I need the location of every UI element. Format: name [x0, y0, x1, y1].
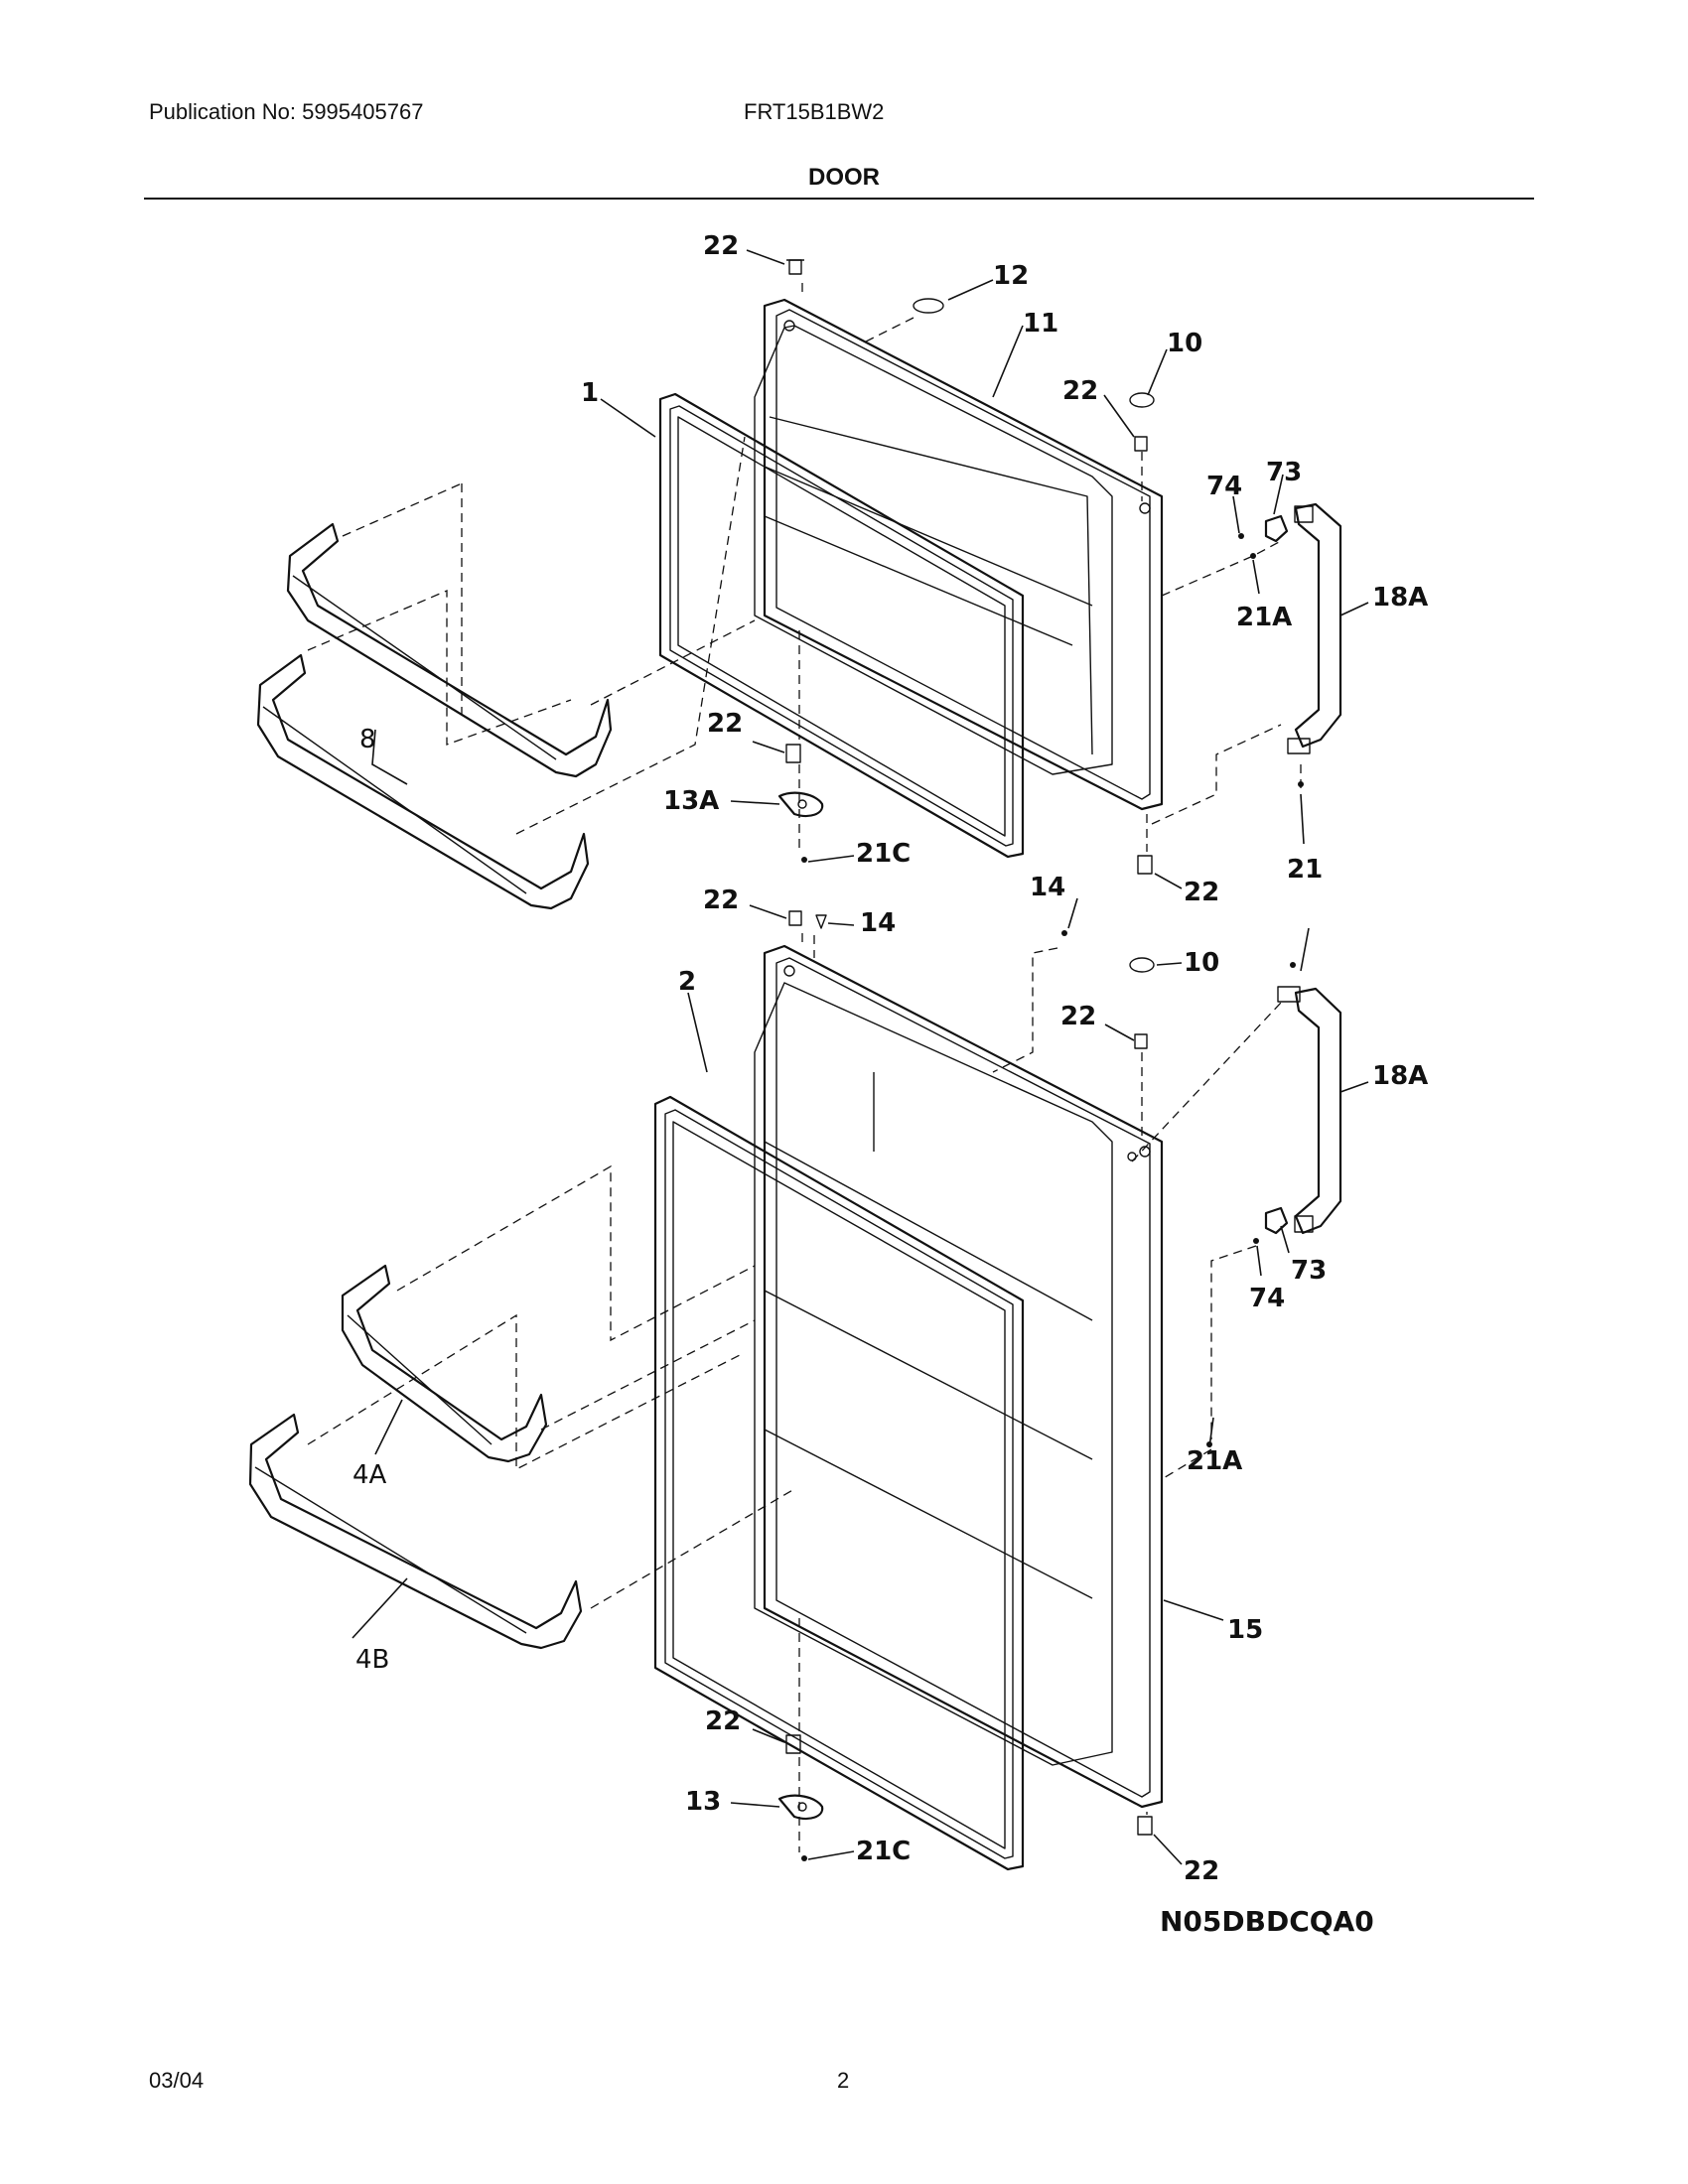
callout-15: 15: [1227, 1615, 1263, 1645]
plug-part-10-upper: [1129, 392, 1155, 408]
callout-22-mid: 22: [707, 709, 743, 739]
footer-date: 03/04: [149, 2068, 205, 2093]
callout-73-lower: 73: [1291, 1256, 1327, 1286]
screw-22-lower-bottom: [1137, 1816, 1153, 1836]
callout-10-upper: 10: [1167, 329, 1202, 358]
refrigerator-door-gasket-part-2: [653, 1095, 1025, 1871]
freezer-door-gasket-part-1: [658, 392, 1025, 859]
freezer-door-part-11: [754, 298, 1164, 811]
screw-22-upper-right: [1134, 436, 1148, 452]
screw-22-mid: [785, 744, 801, 763]
screw-21A-upper: [1250, 553, 1256, 559]
callout-22-lower-top: 22: [703, 886, 739, 915]
plug-part-12: [913, 298, 944, 314]
screw-22-lower-top: [788, 910, 802, 926]
freezer-shelf-lower-part-8: [256, 653, 590, 910]
screw-74-upper: [1238, 533, 1244, 539]
screw-21C-lower: [801, 1855, 807, 1861]
callout-13A: 13A: [663, 786, 719, 816]
screw-22-lower-right: [1134, 1033, 1148, 1049]
freezer-hinge-part-13A: [777, 791, 824, 818]
callout-74-lower: 74: [1249, 1284, 1285, 1313]
callout-11: 11: [1023, 309, 1058, 339]
refrigerator-handle-clip-part-73: [1264, 1206, 1289, 1235]
refrigerator-door-part-15: [754, 944, 1164, 1809]
callout-21C-upper: 21C: [856, 839, 911, 869]
diagram-code: N05DBDCQA0: [1160, 1905, 1374, 1938]
callout-18A-lower: 18A: [1372, 1061, 1428, 1091]
callout-22-top: 22: [703, 231, 739, 261]
callout-22-upper-bottom: 22: [1184, 878, 1219, 907]
callout-22-upper-right: 22: [1062, 376, 1098, 406]
callout-21A-upper: 21A: [1236, 603, 1292, 632]
callout-22-lower-right: 22: [1060, 1002, 1096, 1031]
callout-10-lower: 10: [1184, 948, 1219, 978]
callout-22-lower-mid: 22: [705, 1706, 741, 1736]
model-number: FRT15B1BW2: [744, 99, 885, 124]
callout-4A: 4A: [352, 1460, 387, 1490]
callout-18A-upper: 18A: [1372, 583, 1428, 613]
callout-8: 8: [359, 725, 376, 754]
callout-74-upper: 74: [1206, 472, 1242, 501]
section-title: DOOR: [808, 164, 880, 191]
refrigerator-hinge-part-13: [777, 1794, 824, 1821]
publication-number: Publication No: 5995405767: [149, 99, 424, 124]
freezer-handle-part-18A: [1287, 502, 1342, 754]
callout-12: 12: [993, 261, 1029, 291]
callout-1: 1: [581, 378, 599, 408]
callout-21A-lower: 21A: [1187, 1446, 1242, 1476]
freezer-shelf-upper: [286, 522, 613, 778]
freezer-handle-clip-part-73: [1264, 514, 1289, 543]
screw-21-lower: [1290, 962, 1296, 968]
callout-14-right: 14: [1030, 873, 1065, 902]
plug-part-10-lower: [1129, 957, 1155, 973]
header-rule: [144, 198, 1534, 200]
callout-22-lower-bottom: 22: [1184, 1856, 1219, 1886]
callout-21: 21: [1287, 855, 1323, 885]
callout-73-upper: 73: [1266, 458, 1302, 487]
refrigerator-shelf-part-4A: [341, 1264, 548, 1463]
callout-21C-lower: 21C: [856, 1837, 911, 1866]
callout-4B: 4B: [355, 1645, 389, 1675]
page-number: 2: [837, 2068, 850, 2093]
screw-22-upper-bottom: [1137, 855, 1153, 875]
screw-74-lower: [1253, 1238, 1259, 1244]
callout-2: 2: [678, 967, 696, 997]
refrigerator-handle-part-18A: [1277, 986, 1342, 1235]
screw-21C-upper: [801, 857, 807, 863]
callout-14-left: 14: [860, 908, 896, 938]
refrigerator-shelf-part-4B: [248, 1413, 583, 1650]
screw-14-left: [815, 914, 827, 929]
callout-13: 13: [685, 1787, 721, 1817]
screw-22-top: [786, 259, 804, 275]
screw-22-lower-mid: [785, 1734, 801, 1754]
screw-14-right: [1061, 930, 1067, 936]
